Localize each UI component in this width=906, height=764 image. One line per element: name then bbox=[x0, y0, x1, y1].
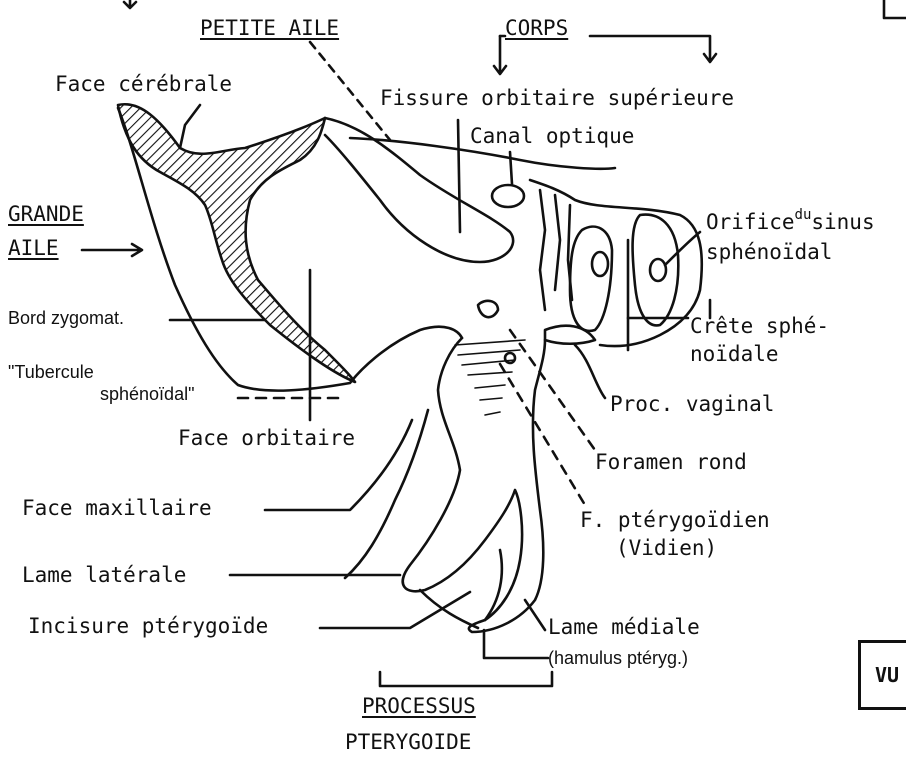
leader-incisure bbox=[320, 592, 470, 628]
processus-bracket bbox=[380, 672, 552, 686]
edge-box-vu: VU bbox=[858, 640, 906, 710]
label-petite-aile: PETITE AILE bbox=[200, 16, 339, 40]
pterygoid-notch bbox=[420, 590, 478, 628]
cerebral-face-leader bbox=[180, 105, 200, 148]
label-hamulus: (hamulus ptéryg.) bbox=[548, 646, 688, 670]
label-tubercule-spheno: sphénoïdal" bbox=[100, 382, 194, 406]
label-orifice-word: Orifice bbox=[706, 210, 795, 234]
arrow-grande-aile bbox=[82, 244, 142, 256]
label-processus: PROCESSUS bbox=[362, 694, 476, 718]
label-incisure: Incisure ptérygoïde bbox=[28, 614, 268, 638]
leader-canal-optique bbox=[510, 152, 512, 184]
leader-fissure bbox=[458, 120, 460, 232]
surface-striations bbox=[455, 340, 525, 415]
label-pterygoide: PTERYGOIDE bbox=[345, 730, 471, 754]
foramen-rond bbox=[478, 301, 498, 317]
label-orifice-sinus: sinus bbox=[811, 210, 874, 234]
label-tubercule: "Tubercule bbox=[8, 360, 94, 384]
label-lame-laterale: Lame latérale bbox=[22, 563, 186, 587]
label-fissure-orbitaire: Fissure orbitaire supérieure bbox=[380, 86, 734, 110]
label-face-maxillaire: Face maxillaire bbox=[22, 496, 212, 520]
label-spheno-dal: sphénoïdal bbox=[706, 240, 832, 264]
leader-hamulus bbox=[484, 630, 548, 658]
leader-corps-right bbox=[590, 36, 716, 62]
ethmoid-cells bbox=[540, 190, 572, 310]
label-corps: CORPS bbox=[505, 16, 568, 40]
leader-orifice bbox=[665, 232, 700, 265]
leader-f-pterygoidien bbox=[500, 364, 585, 505]
lateral-plate-edge bbox=[345, 410, 428, 578]
label-foramen-rond: Foramen rond bbox=[595, 450, 747, 474]
arrow-fragment bbox=[124, 0, 136, 8]
label-grande: GRANDE bbox=[8, 202, 84, 226]
label-noidale: noïdale bbox=[690, 342, 779, 366]
label-face-orbitaire: Face orbitaire bbox=[178, 426, 355, 450]
vaginal-process bbox=[545, 326, 595, 344]
label-proc-vaginal: Proc. vaginal bbox=[610, 392, 774, 416]
leader-foramen-rond bbox=[510, 330, 595, 450]
label-crete-sphe: Crête sphé- bbox=[690, 314, 829, 338]
label-bord-zygomat: Bord zygomat. bbox=[8, 306, 124, 330]
label-orifice: Orificedusinus bbox=[706, 210, 875, 237]
medial-plate-edge bbox=[485, 550, 502, 620]
leader-lame-mediale bbox=[525, 600, 545, 630]
label-aile: AILE bbox=[8, 236, 59, 260]
sinus-orifice-left bbox=[592, 252, 608, 276]
label-lame-mediale: Lame médiale bbox=[548, 615, 700, 639]
sinus-cavity-left bbox=[570, 227, 612, 331]
sinus-cavity-right bbox=[633, 215, 679, 326]
optic-canal bbox=[492, 185, 524, 207]
edge-box-text: VU bbox=[875, 663, 899, 687]
box-fragment bbox=[884, 0, 906, 18]
sinus-orifice-right bbox=[650, 259, 666, 281]
label-face-cerebrale: Face cérébrale bbox=[55, 72, 232, 96]
label-canal-optique: Canal optique bbox=[470, 124, 634, 148]
label-orifice-du: du bbox=[795, 207, 812, 223]
leader-corps-left bbox=[494, 36, 506, 74]
cerebral-face-hatched bbox=[118, 104, 355, 382]
pterygoid-process bbox=[403, 338, 545, 632]
label-f-pterygoidien: F. ptérygoïdien bbox=[580, 508, 770, 532]
label-vidien: (Vidien) bbox=[616, 536, 717, 560]
leader-proc-vaginal bbox=[575, 345, 605, 398]
